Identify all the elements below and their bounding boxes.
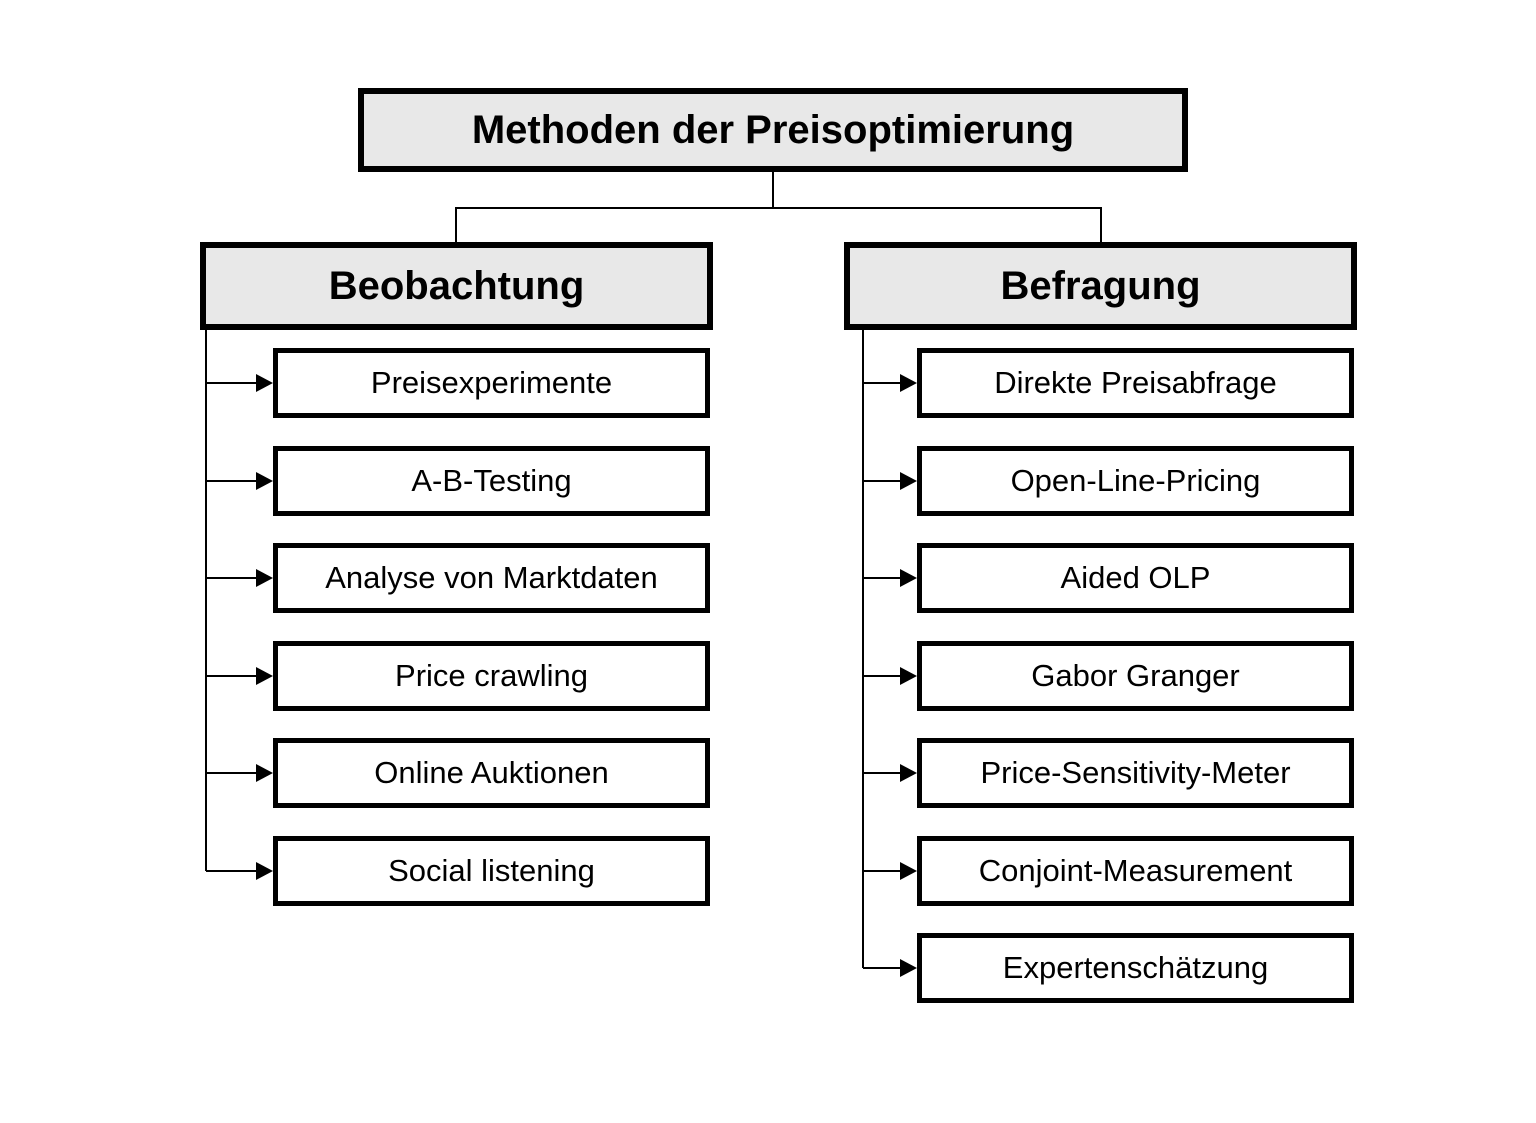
- leaf-node: Aided OLP: [917, 543, 1354, 613]
- leaf-node: Online Auktionen: [273, 738, 710, 808]
- arrowhead-right-icon: [900, 569, 917, 587]
- arrowhead-right-icon: [900, 667, 917, 685]
- arrowhead-right-icon: [900, 862, 917, 880]
- arrow-connector: [206, 569, 273, 587]
- leaf-node: Analyse von Marktdaten: [273, 543, 710, 613]
- leaf-node: Price crawling: [273, 641, 710, 711]
- branch-node-befragung: Befragung: [844, 242, 1357, 330]
- arrowhead-right-icon: [256, 667, 273, 685]
- arrowhead-right-icon: [900, 959, 917, 977]
- arrow-connector: [206, 472, 273, 490]
- arrowhead-right-icon: [900, 764, 917, 782]
- arrow-connector: [863, 667, 917, 685]
- arrowhead-right-icon: [900, 472, 917, 490]
- arrow-connector: [206, 862, 273, 880]
- arrow-connector: [206, 667, 273, 685]
- arrow-connector: [863, 862, 917, 880]
- branch-node-beobachtung: Beobachtung: [200, 242, 713, 330]
- leaf-node: Expertenschätzung: [917, 933, 1354, 1003]
- arrow-connector: [863, 472, 917, 490]
- leaf-node: A-B-Testing: [273, 446, 710, 516]
- leaf-node: Gabor Granger: [917, 641, 1354, 711]
- arrow-connector: [206, 764, 273, 782]
- arrowhead-right-icon: [256, 764, 273, 782]
- arrow-connector: [863, 374, 917, 392]
- arrowhead-right-icon: [256, 472, 273, 490]
- leaf-node: Open-Line-Pricing: [917, 446, 1354, 516]
- arrow-connector: [863, 569, 917, 587]
- arrowhead-right-icon: [256, 862, 273, 880]
- leaf-node: Social listening: [273, 836, 710, 906]
- arrow-connector: [863, 764, 917, 782]
- leaf-node: Preisexperimente: [273, 348, 710, 418]
- arrow-connector: [863, 959, 917, 977]
- arrowhead-right-icon: [256, 569, 273, 587]
- leaf-node: Conjoint-Measurement: [917, 836, 1354, 906]
- leaf-node: Price-Sensitivity-Meter: [917, 738, 1354, 808]
- arrowhead-right-icon: [256, 374, 273, 392]
- branch-tee-line: [455, 207, 1102, 242]
- leaf-node: Direkte Preisabfrage: [917, 348, 1354, 418]
- arrow-connector: [206, 374, 273, 392]
- arrowhead-right-icon: [900, 374, 917, 392]
- root-node: Methoden der Preisoptimierung: [358, 88, 1188, 172]
